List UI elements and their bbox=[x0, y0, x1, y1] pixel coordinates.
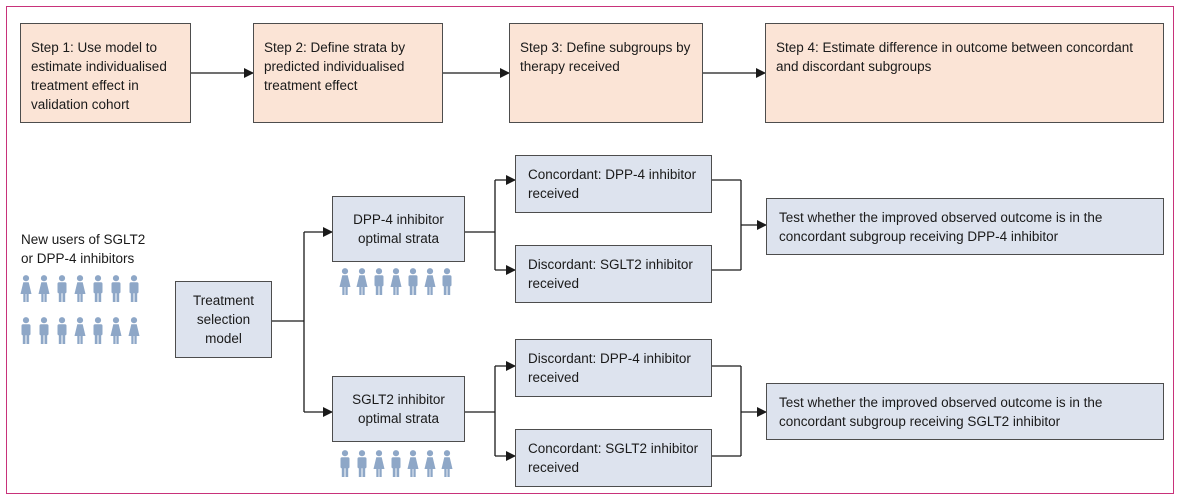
dpp4-optimal-strata-box: DPP-4 inhibitor optimal strata bbox=[332, 196, 465, 262]
sglt2-test-box: Test whether the improved observed outco… bbox=[766, 383, 1164, 440]
step-2-box: Step 2: Define strata by predicted indiv… bbox=[253, 23, 443, 123]
figure-frame bbox=[6, 6, 1174, 494]
step-3-box: Step 3: Define subgroups by therapy rece… bbox=[509, 23, 703, 123]
sglt2-concordant-subgroup-box: Concordant: SGLT2 inhibitor received bbox=[515, 429, 712, 487]
dpp4-strata-icons bbox=[339, 268, 452, 295]
sglt2-optimal-strata-box: SGLT2 inhibitor optimal strata bbox=[332, 376, 465, 442]
step-4-box: Step 4: Estimate difference in outcome b… bbox=[765, 23, 1164, 123]
sglt2-discordant-subgroup-box: Discordant: DPP-4 inhibitor received bbox=[515, 339, 712, 397]
dpp4-concordant-subgroup-box: Concordant: DPP-4 inhibitor received bbox=[515, 155, 712, 213]
treatment-selection-model-box: Treatment selection model bbox=[175, 281, 272, 358]
person-icon-row-1 bbox=[20, 275, 139, 302]
person-icon-row-2 bbox=[21, 317, 140, 344]
dpp4-discordant-subgroup-box: Discordant: SGLT2 inhibitor received bbox=[515, 245, 712, 303]
sglt2-strata-icons bbox=[340, 450, 453, 477]
step-1-box: Step 1: Use model to estimate individual… bbox=[20, 23, 191, 123]
population-label: New users of SGLT2 or DPP-4 inhibitors bbox=[21, 232, 146, 266]
dpp4-test-box: Test whether the improved observed outco… bbox=[766, 198, 1164, 255]
population-icons bbox=[20, 275, 140, 344]
